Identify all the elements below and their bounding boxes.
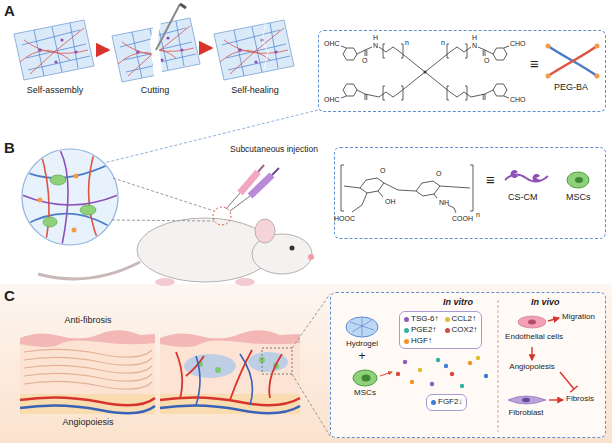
figure-label: MSCs: [354, 389, 376, 397]
panel-text: In vivo: [531, 298, 560, 307]
figure-label: H: [472, 34, 477, 41]
figure-label: O: [436, 170, 441, 177]
figure-label: OH: [385, 198, 396, 205]
panel-text: MSCs: [566, 193, 591, 202]
figure-label: Endothelial cells: [505, 333, 563, 341]
panel-letter: B: [4, 140, 15, 155]
figure-label: COOH: [452, 215, 473, 222]
figure-label: n: [441, 39, 445, 46]
panel-text: PEG-BA: [554, 83, 588, 92]
figure-label: Anti-fibrosis: [64, 316, 111, 325]
figure-label: O: [484, 57, 489, 64]
figure-label: ≡: [530, 56, 539, 71]
figure-label: Angiopoiesis: [62, 418, 113, 427]
factor-dot: [445, 317, 450, 322]
figure-label: H: [373, 34, 378, 41]
factor-text: FGF2↓: [438, 397, 462, 407]
figure-label: Fibroblast: [508, 409, 543, 417]
figure-label: CHO: [510, 96, 526, 103]
factor-text: COX2↑: [452, 325, 478, 335]
factor-dot: [404, 317, 409, 322]
figure-label: OHC: [324, 96, 340, 103]
figure-label: Migration: [562, 313, 595, 321]
panel-letter: C: [4, 288, 15, 303]
factor-text: CCL2↑: [452, 314, 476, 324]
factor-dot: [445, 328, 450, 333]
figure-label: CHO: [510, 40, 526, 47]
figure-label: Fibrosis: [566, 395, 594, 403]
factor-text: PGE2↑: [411, 325, 436, 335]
figure-label: Self-assembly: [27, 86, 84, 95]
factor-text: TSG-6↑: [411, 314, 439, 324]
figure-label: NH: [439, 199, 449, 206]
figure-label: Angiopoiesis: [509, 363, 554, 371]
figure-label: n: [405, 39, 409, 46]
figure-label: Self-healing: [231, 86, 279, 95]
secretion-box: FGF2↓: [426, 394, 467, 411]
figure-label: OHC: [324, 40, 340, 47]
factor-dot: [404, 328, 409, 333]
figure-label: O: [362, 57, 367, 64]
figure-label: O: [380, 167, 385, 174]
secretion-item: FGF2↓: [431, 397, 462, 407]
panel-text: In vitro: [443, 298, 473, 307]
figure-label: +: [358, 350, 365, 362]
figure-label: Hydrogel: [346, 340, 378, 348]
figure-label: Cutting: [141, 86, 170, 95]
figure-label: n: [476, 211, 480, 218]
secretion-box: TSG-6↑ CCL2↑ PGE2↑ COX2↑ HGF↑: [399, 311, 482, 349]
secretion-item: COX2↑: [445, 325, 478, 335]
figure-label: Subcutaneous injection: [230, 145, 318, 154]
figure-label: N: [472, 42, 477, 49]
secretion-item: PGE2↑: [404, 325, 439, 335]
factor-text: HGF↑: [411, 336, 432, 346]
dashed-panel: CS-CM MSCs: [334, 147, 606, 239]
factor-dot: [431, 400, 436, 405]
secretion-item: TSG-6↑: [404, 314, 439, 324]
secretion-item: CCL2↑: [445, 314, 478, 324]
dashed-panel: PEG-BA: [318, 30, 606, 112]
factor-dot: [404, 339, 409, 344]
figure-label: ≡: [486, 172, 495, 187]
panel-text: CS-CM: [508, 193, 538, 202]
secretion-item: HGF↑: [404, 336, 439, 346]
figure-label: N: [373, 42, 378, 49]
panel-letter: A: [4, 3, 15, 18]
figure-label: HOOC: [334, 215, 355, 222]
